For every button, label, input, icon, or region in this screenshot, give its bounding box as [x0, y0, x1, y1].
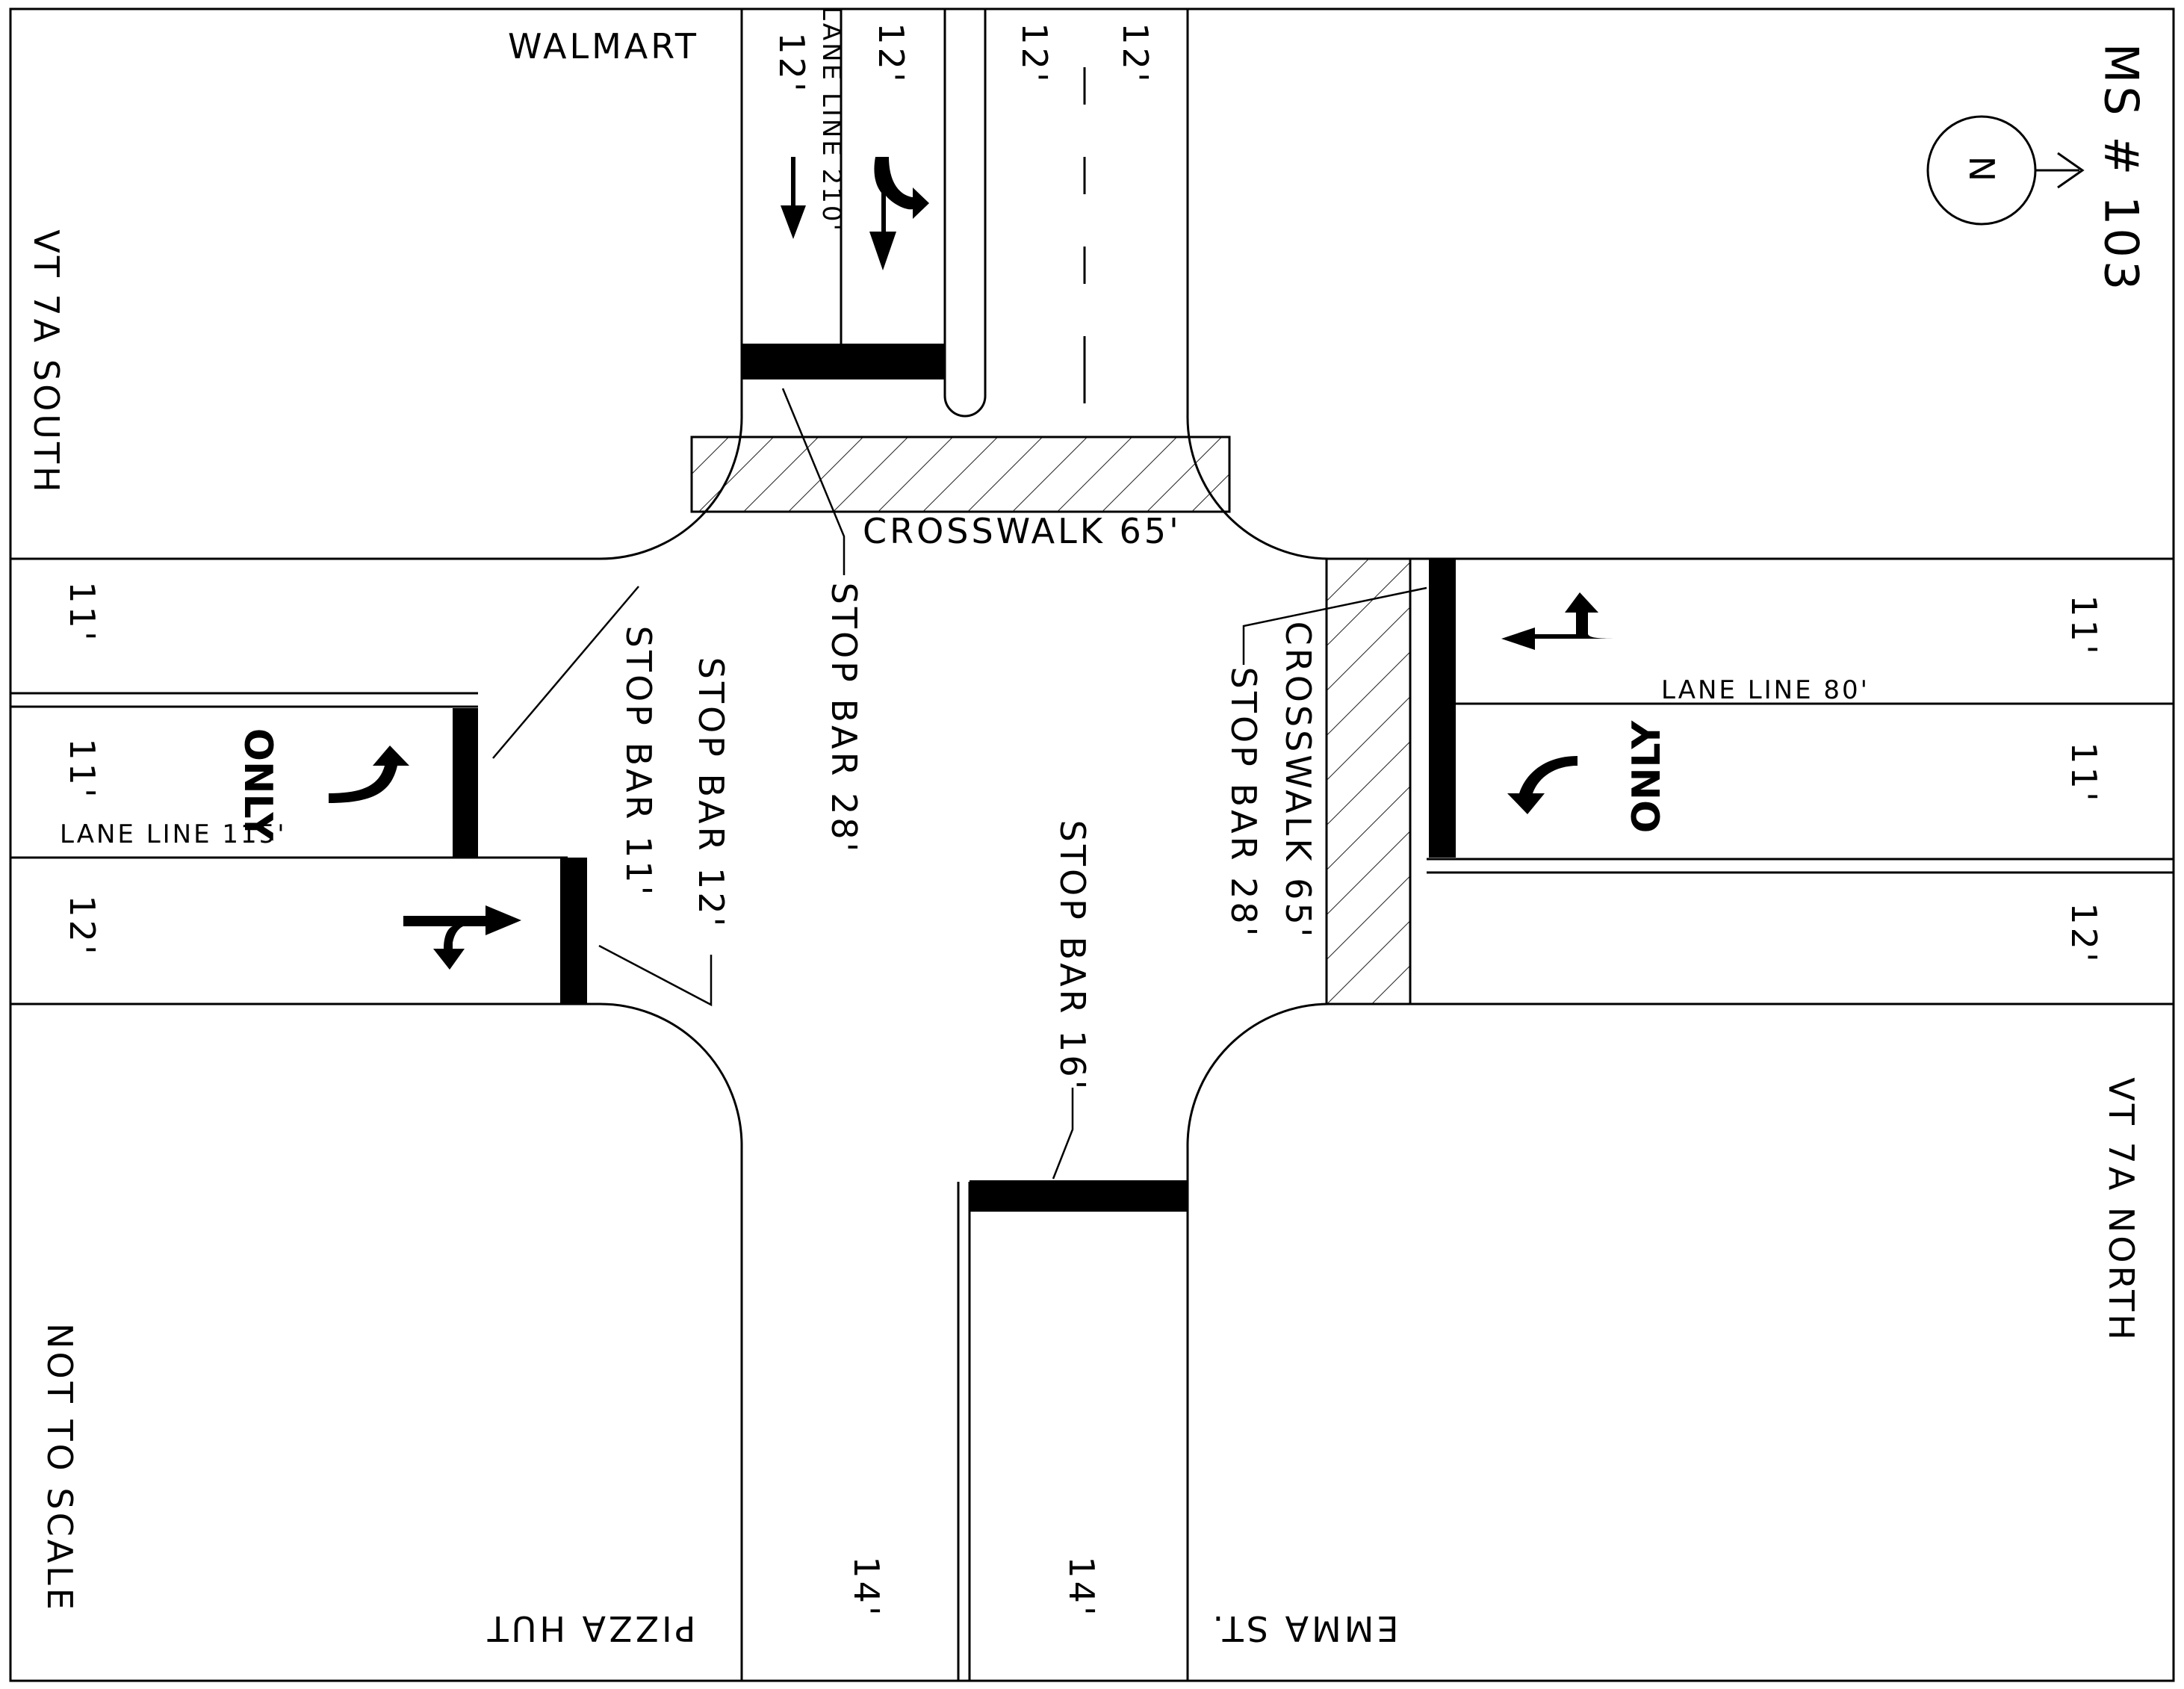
arrow-left-turn-icon: [1507, 756, 1577, 814]
curb-southeast: [1186, 1002, 2174, 1681]
lane-width: 11': [62, 738, 102, 800]
arrow-down-icon: [781, 157, 806, 239]
crosswalk-east: [1325, 557, 1412, 1005]
crosswalk-north-label: CROSSWALK 65': [863, 511, 1182, 551]
leader-lines: [492, 388, 1427, 1180]
stop-bar-north: [741, 344, 944, 379]
title: MS # 103: [2094, 43, 2149, 294]
lane-line-north: LANE LINE 210': [816, 6, 846, 233]
arrow-right-down-icon: [403, 905, 521, 970]
stop-bar-west-through: [560, 858, 587, 1004]
curb-southwest: [10, 1002, 743, 1681]
street-east: VT 7A NORTH: [2101, 1077, 2141, 1342]
street-south-east: EMMA ST.: [1210, 1608, 1399, 1649]
curb-northwest: [10, 9, 743, 560]
north-approach: [741, 9, 1086, 418]
lane-width: 12': [2064, 902, 2104, 964]
lane-width: 11': [62, 581, 102, 643]
curb-northeast: [1186, 9, 2174, 560]
stop-bar-west-through-label: STOP BAR 12': [691, 657, 731, 930]
drawing-border: [9, 7, 2175, 1682]
east-approach: [1325, 557, 2174, 1005]
median-island: [943, 9, 987, 418]
street-north: WALMART: [508, 26, 699, 66]
arrow-right-turn-icon: [329, 746, 409, 803]
stop-bar-south-label: STOP BAR 16': [1052, 820, 1093, 1093]
lane-width: 12': [62, 895, 102, 957]
stop-bar-north-label: STOP BAR 28': [824, 583, 864, 855]
lane-width: 12': [772, 32, 812, 94]
arrow-left-up-icon: [1501, 592, 1617, 650]
west-approach: [10, 692, 587, 1004]
lane-width: 12': [1014, 22, 1055, 84]
stop-bar-west-left: [453, 708, 478, 858]
stop-bar-west-left-label: STOP BAR 11': [618, 626, 659, 899]
north-label: N: [1961, 156, 2002, 185]
street-west: VT 7A SOUTH: [26, 229, 66, 495]
crosswalk-north: [690, 436, 1231, 513]
lane-width: 11': [2064, 742, 2104, 804]
lane-width: 11': [2064, 595, 2104, 657]
scale-note: NOT TO SCALE: [40, 1323, 80, 1613]
only-marking-west: ONLY: [235, 728, 280, 842]
only-marking-east: ONLY: [1625, 719, 1669, 833]
stop-bar-east-label: STOP BAR 28': [1223, 667, 1264, 940]
south-approach: [957, 1180, 1188, 1681]
lane-width: 14': [846, 1556, 887, 1618]
stop-bar-south: [970, 1180, 1188, 1212]
lane-line-east: LANE LINE 80': [1661, 675, 1870, 705]
lane-width: 14': [1061, 1556, 1102, 1618]
arrow-down-right-icon: [869, 157, 929, 270]
street-south-west: PIZZA HUT: [485, 1608, 696, 1649]
lane-line-west: LANE LINE 115': [60, 819, 287, 849]
north-arrow: N: [1926, 115, 2085, 226]
lane-width: 12': [871, 22, 911, 84]
crosswalk-east-label: CROSSWALK 65': [1278, 622, 1318, 940]
lane-width: 12': [1115, 22, 1155, 84]
stop-bar-east: [1429, 559, 1456, 858]
